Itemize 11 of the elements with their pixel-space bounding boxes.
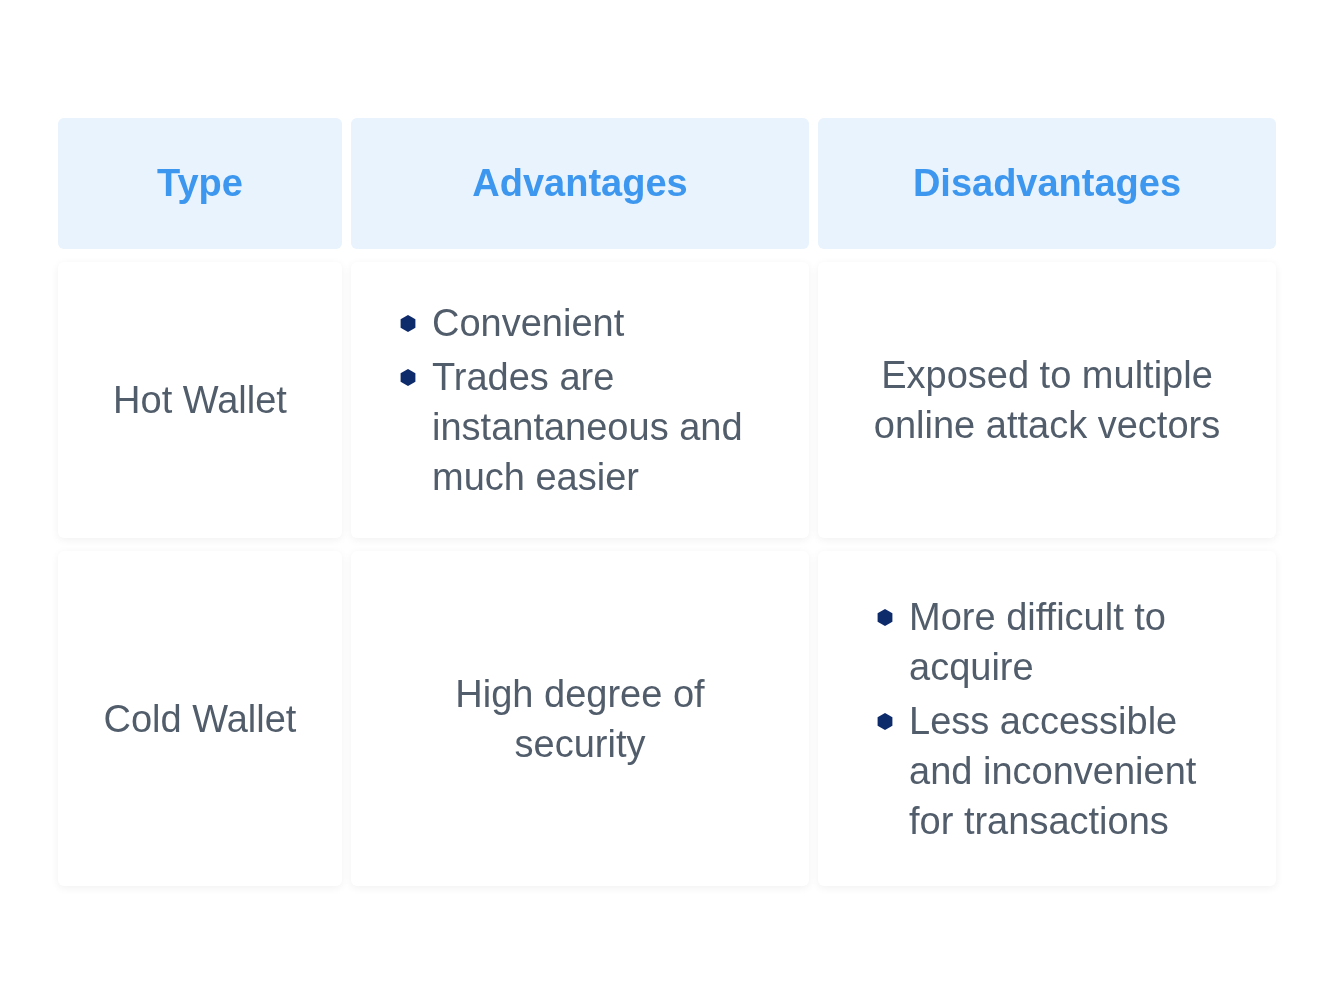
list-item-text: Trades are instantaneous and much easier: [432, 355, 744, 500]
column-header: Disadvantages: [912, 162, 1182, 205]
list-item-text: Convenient: [432, 301, 625, 346]
cell-text: Hot Wallet: [113, 378, 287, 423]
list-item-text: Less accessible and inconvenient for transactions: [909, 698, 1198, 844]
cell-text: Cold Wallet: [103, 696, 297, 742]
column-header: Type: [157, 162, 243, 205]
cell-text: Exposed to multiple online attack vectors: [872, 353, 1222, 448]
list-item-text: More difficult to acquire: [909, 594, 1167, 690]
column-header: Advantages: [472, 162, 688, 205]
cell-text: High degree of security: [455, 671, 705, 767]
